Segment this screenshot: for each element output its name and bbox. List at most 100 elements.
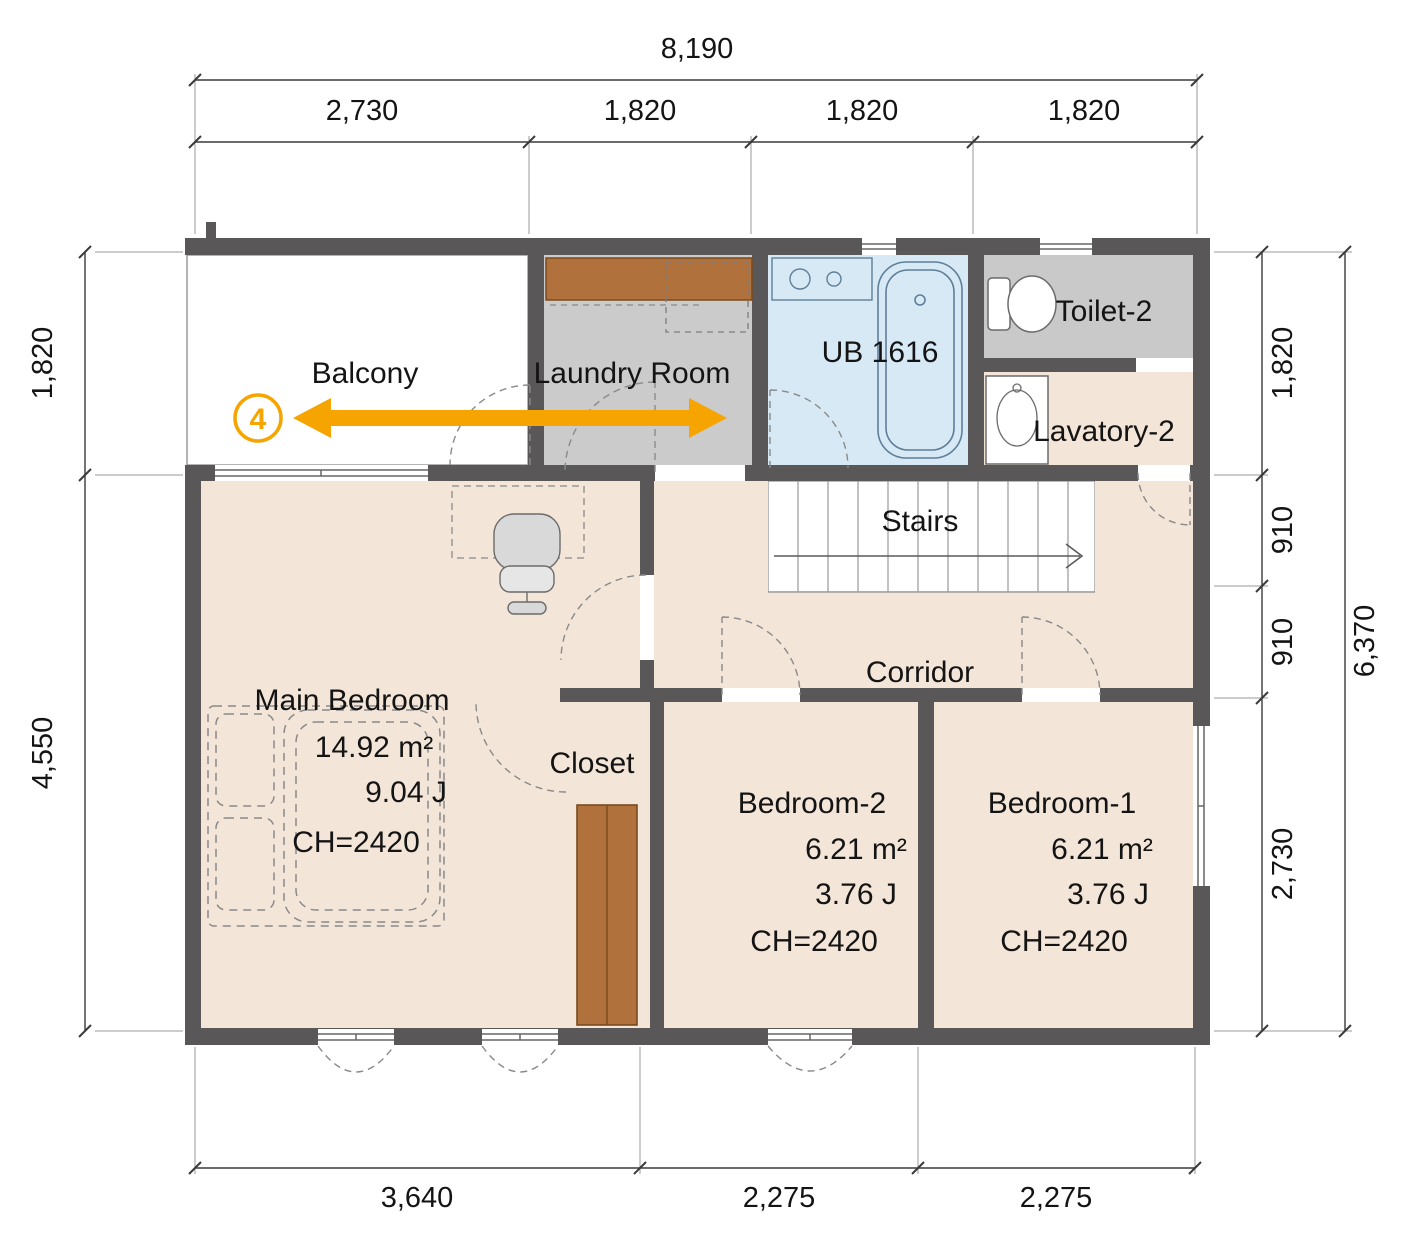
dim-top-seg-4: 1,820	[1048, 95, 1121, 127]
label-bedroom2: Bedroom-2	[738, 787, 886, 820]
label-bedroom1-area: 6.21 m²	[1051, 833, 1153, 866]
annotation: 4	[233, 393, 727, 443]
bedroom1-door-opening	[1022, 688, 1100, 702]
laundry-door-arc	[564, 381, 656, 473]
lavatory-door-opening	[1138, 465, 1190, 481]
dim-top-seg-3: 1,820	[826, 95, 899, 127]
wall-left	[185, 465, 201, 1045]
label-corridor: Corridor	[866, 656, 974, 689]
toilet-icon	[987, 275, 1057, 333]
wall-laundry-bath	[752, 255, 768, 481]
room-labels: Balcony Laundry Room UB 1616 Toilet-2 La…	[254, 295, 1174, 958]
window1-swing-arc	[317, 1045, 395, 1073]
step-marker-circle	[233, 393, 283, 443]
window2-swing-arc	[481, 1045, 559, 1073]
label-bedroom1: Bedroom-1	[988, 787, 1136, 820]
label-stairs: Stairs	[882, 505, 959, 538]
dim-bottom-seg-3: 2,275	[1020, 1182, 1093, 1214]
vent-bath-top	[862, 238, 896, 255]
wall-mid-seg1	[185, 465, 215, 481]
label-toilet: Toilet-2	[1056, 295, 1153, 328]
window3-swing-arc	[767, 1045, 853, 1072]
wall-bottom	[185, 1028, 1210, 1045]
label-balcony: Balcony	[312, 357, 419, 390]
step-marker-number: 4	[250, 403, 267, 436]
stairs-landing-floor	[1095, 481, 1193, 592]
room-bath-floor	[768, 255, 968, 465]
wall-bedroom-corridor-a	[640, 481, 654, 575]
room-bedroom2-floor	[664, 702, 918, 1030]
room-stairs-floor	[767, 480, 1096, 593]
dim-top-seg-1: 2,730	[326, 95, 399, 127]
closet-door-arc	[475, 701, 567, 793]
room-corridor-floor	[768, 592, 1193, 702]
dim-left-2: 4,550	[27, 717, 59, 790]
bath-vanity-icon	[771, 257, 873, 301]
wall-mid-seg4	[1190, 465, 1210, 481]
wall-mid-seg2	[428, 465, 655, 481]
dimension-labels: 8,190 2,730 1,820 1,820 1,820 1,820 4,55…	[27, 33, 1381, 1214]
laundry-door-opening	[655, 465, 745, 481]
bathtub-icon	[877, 261, 963, 459]
dim-right-3: 910	[1267, 618, 1299, 666]
label-bedroom1-tatami: 3.76 J	[1067, 878, 1149, 911]
room-corridor-floor-vertical	[654, 481, 768, 702]
label-main-bedroom-area: 14.92 m²	[315, 731, 433, 764]
wall-mid-seg3	[745, 465, 1138, 481]
bed-icon	[207, 705, 445, 927]
dim-bottom-seg-1: 3,640	[381, 1182, 454, 1214]
dim-right-4: 2,730	[1267, 828, 1299, 901]
double-arrow-icon	[293, 398, 727, 438]
window-bedroom1-right	[1193, 726, 1210, 886]
window-main-bedroom-1	[318, 1029, 394, 1045]
dim-top-seg-2: 1,820	[604, 95, 677, 127]
label-bedroom2-tatami: 3.76 J	[815, 878, 897, 911]
wall-toilet-lavatory	[984, 358, 1136, 372]
lavatory-door-arc	[1137, 472, 1191, 526]
bedroom1-door-arc	[1021, 616, 1101, 696]
label-bedroom2-ch: CH=2420	[750, 925, 878, 958]
openings	[215, 238, 1210, 1045]
main-bedroom-door-arc	[560, 574, 647, 661]
stairs-direction-arrow	[774, 543, 1084, 569]
label-bedroom1-ch: CH=2420	[1000, 925, 1128, 958]
bedroom2-door-opening	[722, 688, 800, 702]
wall-bath-toilet	[968, 255, 984, 465]
wardrobe-icon	[576, 804, 638, 1026]
dim-bottom-seg-2: 2,275	[743, 1182, 816, 1214]
stairs-treads	[797, 481, 1069, 592]
wall-bedroom2-bedroom1	[918, 702, 934, 1030]
dim-right-1: 1,820	[1267, 327, 1299, 400]
label-laundry: Laundry Room	[534, 357, 731, 390]
fixtures	[207, 257, 1084, 1026]
bedroom2-door-arc	[721, 616, 801, 696]
dimension-graphics	[78, 73, 1352, 1175]
vanity-icon	[985, 375, 1049, 465]
dim-top-total: 8,190	[661, 33, 734, 65]
wall-corridor-seg1	[560, 688, 722, 702]
dim-right-total: 6,370	[1349, 605, 1381, 678]
desk-chair-icon	[451, 485, 585, 615]
label-bedroom2-area: 6.21 m²	[805, 833, 907, 866]
main-bedroom-door-opening	[640, 575, 654, 660]
window-main-bedroom-2	[482, 1029, 558, 1045]
label-main-bedroom-tatami: 9.04 J	[365, 776, 447, 809]
label-bath: UB 1616	[822, 336, 939, 369]
wall-corridor-seg2	[800, 688, 1022, 702]
room-bedroom1-floor	[934, 702, 1193, 1030]
dim-left-1: 1,820	[27, 327, 59, 400]
wall-closet-bedroom2	[650, 702, 664, 1030]
wall-top	[185, 238, 1210, 255]
label-main-bedroom-ch: CH=2420	[292, 826, 420, 859]
window-toilet-top	[1040, 238, 1092, 255]
label-main-bedroom: Main Bedroom	[254, 684, 449, 717]
bath-door-arc	[769, 389, 849, 469]
window-bedroom2	[768, 1029, 852, 1045]
wall-right	[1193, 238, 1210, 1045]
balcony-sliding-window	[215, 465, 428, 481]
dim-right-2: 910	[1267, 506, 1299, 554]
wall-corridor-seg3	[1100, 688, 1193, 702]
laundry-counter-icon	[545, 257, 753, 333]
